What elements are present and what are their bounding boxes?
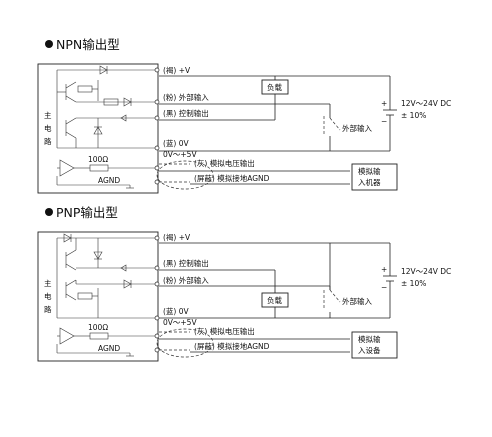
npn-terminals xyxy=(154,67,160,185)
npn-wire-shield: (屏蔽) 模拟接地AGND xyxy=(194,173,270,183)
pnp-ext-input: 外部输入 xyxy=(342,296,372,306)
pnp-agnd-label: AGND xyxy=(98,344,120,353)
pnp-resistor-label: 100Ω xyxy=(88,323,108,332)
pnp-main-label-2: 电 xyxy=(44,291,52,301)
npn-main-label-1: 主 xyxy=(44,110,52,120)
pnp-section: PNP输出型 主 电 路 xyxy=(37,205,451,362)
npn-range: 0V～+5V xyxy=(163,150,197,159)
pnp-main-label-1: 主 xyxy=(44,278,52,288)
npn-device-line2: 入机器 xyxy=(358,177,381,187)
pnp-device-line2: 入设备 xyxy=(358,345,381,355)
npn-wire-brown: (褐) +V xyxy=(163,65,191,75)
npn-supply: 12V～24V DC xyxy=(401,99,451,108)
npn-bullet xyxy=(45,40,53,48)
pnp-wire-blue: (蓝) 0V xyxy=(163,306,190,316)
pnp-wire-shield: (屏蔽) 模拟接地AGND xyxy=(194,341,270,351)
npn-minus: − xyxy=(381,117,387,126)
npn-device-line1: 模拟输 xyxy=(358,166,381,176)
npn-resistor-label: 100Ω xyxy=(88,155,108,164)
npn-wire-blue: (蓝) 0V xyxy=(163,138,190,148)
pnp-wire-pink: (粉) 外部输入 xyxy=(163,275,209,285)
npn-title: NPN输出型 xyxy=(56,37,120,52)
pnp-title: PNP输出型 xyxy=(56,205,118,220)
pnp-internal-circuit xyxy=(56,233,155,357)
pnp-wire-black: (黑) 控制输出 xyxy=(163,258,209,268)
npn-load-label: 负载 xyxy=(267,82,282,92)
npn-plus: + xyxy=(381,99,387,108)
pnp-range: 0V～+5V xyxy=(163,318,197,327)
npn-internal-circuit xyxy=(56,65,155,189)
npn-section: NPN输出型 主 电 路 xyxy=(37,37,451,194)
npn-agnd-label: AGND xyxy=(98,176,120,185)
pnp-device-box xyxy=(351,331,398,359)
pnp-load-label: 负载 xyxy=(267,295,282,305)
pnp-wire-brown: (褐) +V xyxy=(163,232,191,242)
npn-device-box xyxy=(351,163,398,191)
pnp-supply: 12V～24V DC xyxy=(401,267,451,276)
pnp-device-line1: 模拟输 xyxy=(358,334,381,344)
npn-tolerance: ± 10% xyxy=(401,111,426,120)
pnp-minus: − xyxy=(381,283,387,292)
npn-main-label-3: 路 xyxy=(44,136,52,146)
npn-ext-input: 外部输入 xyxy=(342,123,372,133)
pnp-main-label-3: 路 xyxy=(44,304,52,314)
npn-wire-gray: (灰) 模拟电压输出 xyxy=(194,158,255,168)
pnp-wire-gray: (灰) 模拟电压输出 xyxy=(194,326,255,336)
npn-wire-pink: (粉) 外部输入 xyxy=(163,92,209,102)
pnp-plus: + xyxy=(381,265,387,274)
pnp-bullet xyxy=(45,208,53,216)
pnp-tolerance: ± 10% xyxy=(401,279,426,288)
npn-wire-black: (黑) 控制输出 xyxy=(163,108,209,118)
npn-main-label-2: 电 xyxy=(44,123,52,133)
